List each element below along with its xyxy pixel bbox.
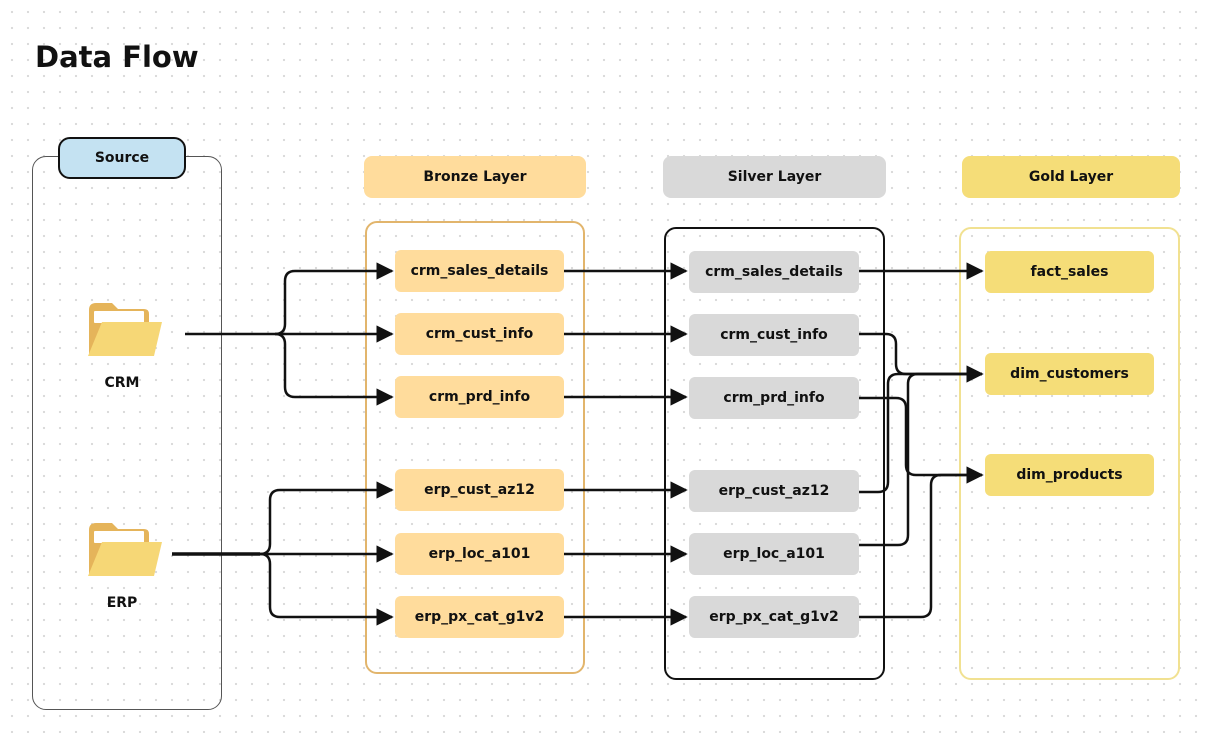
silver-layer-container xyxy=(664,227,885,680)
folder-icon xyxy=(88,523,162,576)
silver-table-crm-cust-info: crm_cust_info xyxy=(689,314,859,356)
bronze-table-crm-prd-info: crm_prd_info xyxy=(395,376,564,418)
connector-cust-az12-to-dim-customers xyxy=(859,372,982,494)
silver-layer-pill: Silver Layer xyxy=(663,156,886,198)
source-label-crm: CRM xyxy=(104,375,140,391)
bronze-table-erp-loc-a101: erp_loc_a101 xyxy=(395,533,564,575)
bronze-layer-pill: Bronze Layer xyxy=(364,156,586,198)
connector-crm-to-crm-sales-details xyxy=(274,262,394,336)
source-pill: Source xyxy=(58,137,186,179)
connector-loc-a101-to-dim-customers xyxy=(859,372,982,547)
connector-prd-info-to-dim-products xyxy=(859,396,984,484)
connector-erp-to-erp-px-cat-g1v2 xyxy=(259,552,394,626)
folder-icon xyxy=(88,303,162,356)
connector-crm-to-crm-prd-info xyxy=(274,332,394,406)
connector-erp-to-erp-cust-az12 xyxy=(259,481,394,556)
bronze-table-erp-cust-az12: erp_cust_az12 xyxy=(395,469,564,511)
bronze-layer-container xyxy=(365,221,585,674)
silver-table-erp-cust-az12: erp_cust_az12 xyxy=(689,470,859,512)
silver-table-crm-sales-details: crm_sales_details xyxy=(689,251,859,293)
page-title: Data Flow xyxy=(35,40,199,74)
source-label-erp: ERP xyxy=(106,595,138,611)
gold-table-fact-sales: fact_sales xyxy=(985,251,1154,293)
gold-table-dim-products: dim_products xyxy=(985,454,1154,496)
connector-cust-info-to-dim-customers xyxy=(859,332,984,383)
gold-table-dim-customers: dim_customers xyxy=(985,353,1154,395)
gold-layer-container xyxy=(959,227,1180,680)
silver-table-erp-px-cat-g1v2: erp_px_cat_g1v2 xyxy=(689,596,859,638)
bronze-table-crm-cust-info: crm_cust_info xyxy=(395,313,564,355)
silver-table-crm-prd-info: crm_prd_info xyxy=(689,377,859,419)
bronze-table-crm-sales-details: crm_sales_details xyxy=(395,250,564,292)
bronze-table-erp-px-cat-g1v2: erp_px_cat_g1v2 xyxy=(395,596,564,638)
gold-layer-pill: Gold Layer xyxy=(962,156,1180,198)
silver-table-erp-loc-a101: erp_loc_a101 xyxy=(689,533,859,575)
connector-px-cat-to-dim-products xyxy=(859,473,982,619)
